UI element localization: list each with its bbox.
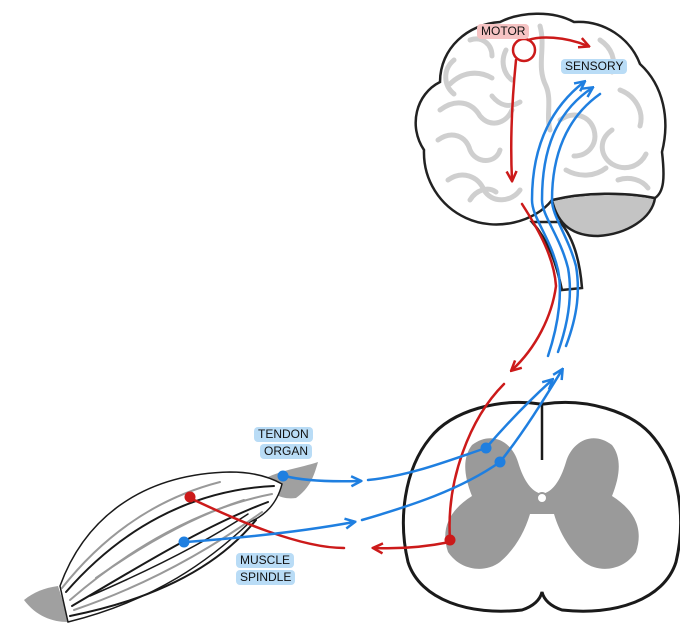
central-canal [537, 493, 547, 503]
tendon-organ-label-line1: TENDON [254, 427, 313, 442]
tendon-organ-dot [278, 471, 289, 482]
motor-endplate-dot [185, 492, 196, 503]
sensory-label: SENSORY [561, 59, 627, 74]
spinal-cord-cross-section [403, 402, 680, 611]
brain [416, 14, 666, 290]
dorsal-horn-dot-2 [495, 457, 506, 468]
muscle-spindle-label-line1: MUSCLE [236, 553, 294, 568]
muscle-outline [60, 472, 282, 622]
motor-label: MOTOR [477, 24, 529, 39]
muscle-spindle-label-line2: SPINDLE [236, 570, 295, 585]
dorsal-horn-dot-1 [481, 443, 492, 454]
lower-motor-neuron-dot [445, 535, 456, 546]
tendon-organ-label-line2: ORGAN [260, 444, 312, 459]
cerebellum [552, 194, 655, 236]
muscle [24, 462, 318, 622]
muscle-spindle-dot [179, 537, 190, 548]
